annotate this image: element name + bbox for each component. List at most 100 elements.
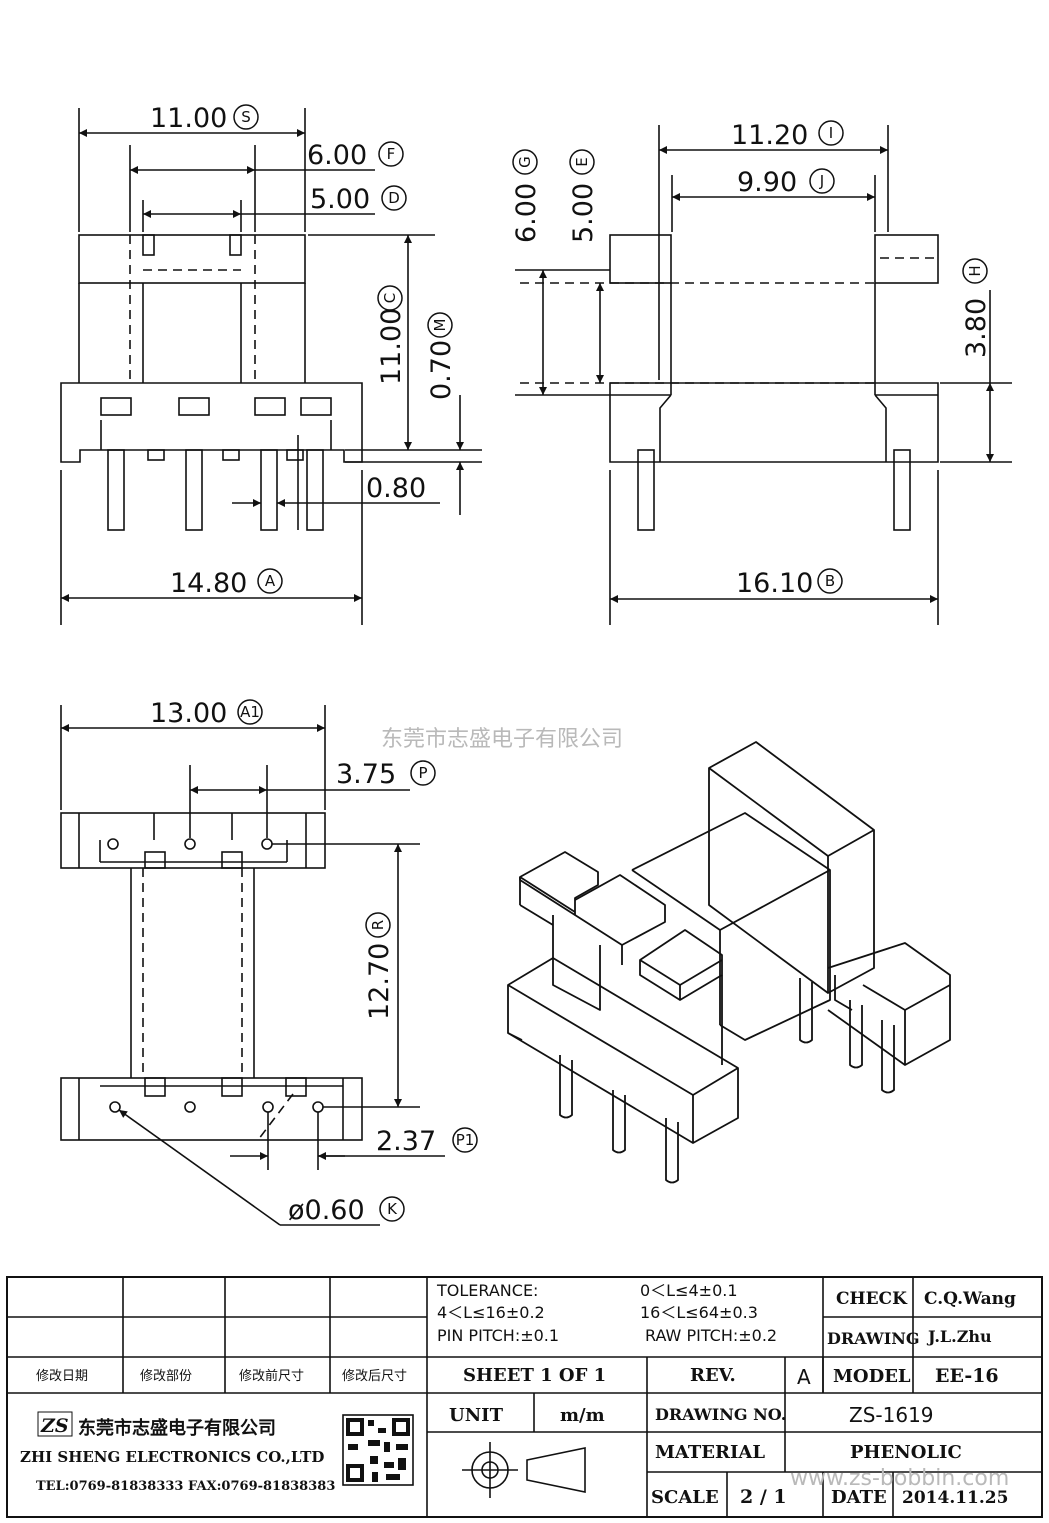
- tolerance-2: 4＜L≤16±0.2: [437, 1303, 545, 1322]
- dim-P-code: P: [418, 764, 427, 782]
- dim-A-code: A: [265, 572, 276, 590]
- material-value: PHENOLIC: [850, 1442, 962, 1463]
- dim-E-value: 5.00: [568, 183, 599, 243]
- dim-A1-value: 13.00: [150, 698, 227, 729]
- front-view-labels: 11.00 S 6.00 F 5.00 D 11.00 C 0.70 M 0.8…: [150, 103, 457, 599]
- dim-P1-code: P1: [456, 1131, 475, 1149]
- drawing-label: DRAWING: [827, 1329, 920, 1348]
- dim-J-callout: [809, 168, 835, 194]
- bottom-view-labels: 13.00 A1 3.75 P 12.70 R 2.37 P1 ø0.60 K: [150, 698, 478, 1226]
- dim-H-value: 3.80: [961, 298, 992, 358]
- url-watermark: www.zs-bobbin.com: [790, 1466, 1009, 1491]
- tolerance-3: 16＜L≤64±0.3: [640, 1303, 758, 1322]
- company-en: ZHI SHENG ELECTRONICS CO.,LTD: [20, 1448, 324, 1466]
- drawing-value: J.L.Zhu: [926, 1327, 992, 1346]
- company-cn: 东莞市志盛电子有限公司: [78, 1417, 276, 1439]
- company-watermark: 东莞市志盛电子有限公司: [381, 727, 623, 752]
- dim-P-callout: [410, 760, 436, 786]
- qr-code: [342, 1414, 414, 1486]
- material-label: MATERIAL: [655, 1442, 765, 1463]
- scale-label: SCALE: [651, 1487, 719, 1508]
- dim-M-value: 0.70: [426, 340, 457, 400]
- dim-S-callout: [233, 104, 259, 130]
- dim-F-value: 6.00: [307, 140, 367, 171]
- dim-J-value: 9.90: [737, 167, 797, 198]
- dim-R-code: R: [369, 920, 387, 930]
- model-value: EE-16: [935, 1365, 999, 1387]
- company-logo: ZS: [37, 1411, 73, 1437]
- dim-J-code: J: [819, 172, 824, 190]
- drawing-no-value: ZS-1619: [849, 1403, 934, 1427]
- dim-P1-callout: [452, 1127, 478, 1153]
- title-block: ZS: [6, 1276, 1043, 1518]
- date-label: DATE: [831, 1487, 887, 1508]
- title-block-text: TOLERANCE: 0＜L≤4±0.1 4＜L≤16±0.2 16＜L≤64±…: [20, 1281, 1016, 1508]
- isometric-view: [507, 741, 951, 1184]
- check-label: CHECK: [836, 1289, 908, 1309]
- dim-H-code: H: [966, 265, 984, 276]
- pin-pitch: PIN PITCH:±0.1: [437, 1326, 559, 1345]
- dim-M-code: M: [431, 319, 449, 332]
- dim-G-value: 6.00: [511, 183, 542, 243]
- dim-G-callout: [512, 149, 538, 175]
- dim-E-callout: [569, 149, 595, 175]
- dim-A-value: 14.80: [170, 568, 247, 599]
- dim-S-value: 11.00: [150, 103, 227, 134]
- dim-D-callout: [381, 185, 407, 211]
- company-contact: TEL:0769-81838333 FAX:0769-81838383: [36, 1479, 335, 1494]
- rev-value: A: [797, 1365, 811, 1389]
- dim-A-callout: [257, 568, 283, 594]
- dim-E-code: E: [573, 157, 591, 166]
- dim-S-code: S: [241, 108, 251, 126]
- rev-header-before: 修改前尺寸: [239, 1368, 304, 1384]
- dim-K-callout: [379, 1196, 405, 1222]
- dim-R-value: 12.70: [364, 943, 395, 1020]
- tolerance-label: TOLERANCE:: [436, 1281, 538, 1300]
- unit-label: UNIT: [449, 1405, 504, 1426]
- dim-F-code: F: [387, 145, 396, 163]
- dim-C-code: C: [381, 293, 399, 303]
- dim-A1-code: A1: [240, 703, 260, 721]
- dim-D-value: 5.00: [310, 184, 370, 215]
- dim-P1-value: 2.37: [376, 1126, 436, 1157]
- side-view: [515, 125, 1012, 625]
- dim-R-callout: [365, 912, 391, 938]
- dim-F-callout: [378, 141, 404, 167]
- scale-value: 2 / 1: [740, 1486, 787, 1508]
- sheet-text: SHEET 1 OF 1: [463, 1365, 606, 1386]
- model-label: MODEL: [833, 1366, 911, 1387]
- raw-pitch: RAW PITCH:±0.2: [645, 1326, 777, 1345]
- dim-B-code: B: [825, 572, 835, 590]
- logo-text: ZS: [40, 1415, 69, 1437]
- bottom-view: [60, 705, 445, 1226]
- dim-C-callout: [377, 285, 403, 311]
- dim-B-callout: [817, 568, 843, 594]
- check-value: C.Q.Wang: [924, 1289, 1016, 1309]
- dim-B-value: 16.10: [736, 568, 813, 599]
- rev-label: REV.: [690, 1365, 736, 1386]
- unit-value: m/m: [560, 1405, 605, 1426]
- dim-A1-callout: [237, 699, 263, 725]
- dim-C-value: 11.00: [376, 308, 407, 385]
- dim-I-callout: [818, 120, 844, 146]
- date-value: 2014.11.25: [902, 1488, 1008, 1508]
- rev-header-part: 修改部份: [140, 1369, 192, 1384]
- dim-G-code: G: [516, 156, 534, 168]
- tolerance-1: 0＜L≤4±0.1: [640, 1281, 738, 1300]
- rev-header-date: 修改日期: [36, 1369, 88, 1384]
- dim-I-value: 11.20: [731, 120, 808, 151]
- dim-P-value: 3.75: [336, 759, 396, 790]
- side-view-labels: 11.20 I 9.90 J 6.00 G 5.00 E 3.80 H 16.1…: [511, 120, 992, 599]
- dim-K-value: ø0.60: [288, 1195, 365, 1226]
- dim-pin-width: 0.80: [366, 473, 426, 504]
- dim-H-callout: [962, 258, 988, 284]
- dim-K-code: K: [387, 1200, 398, 1218]
- dim-M-callout: [427, 312, 453, 338]
- dim-D-code: D: [388, 189, 400, 207]
- dim-I-code: I: [829, 124, 833, 142]
- rev-header-after: 修改后尺寸: [342, 1369, 407, 1384]
- front-view: [60, 108, 482, 625]
- drawing-no-label: DRAWING NO.: [655, 1405, 786, 1424]
